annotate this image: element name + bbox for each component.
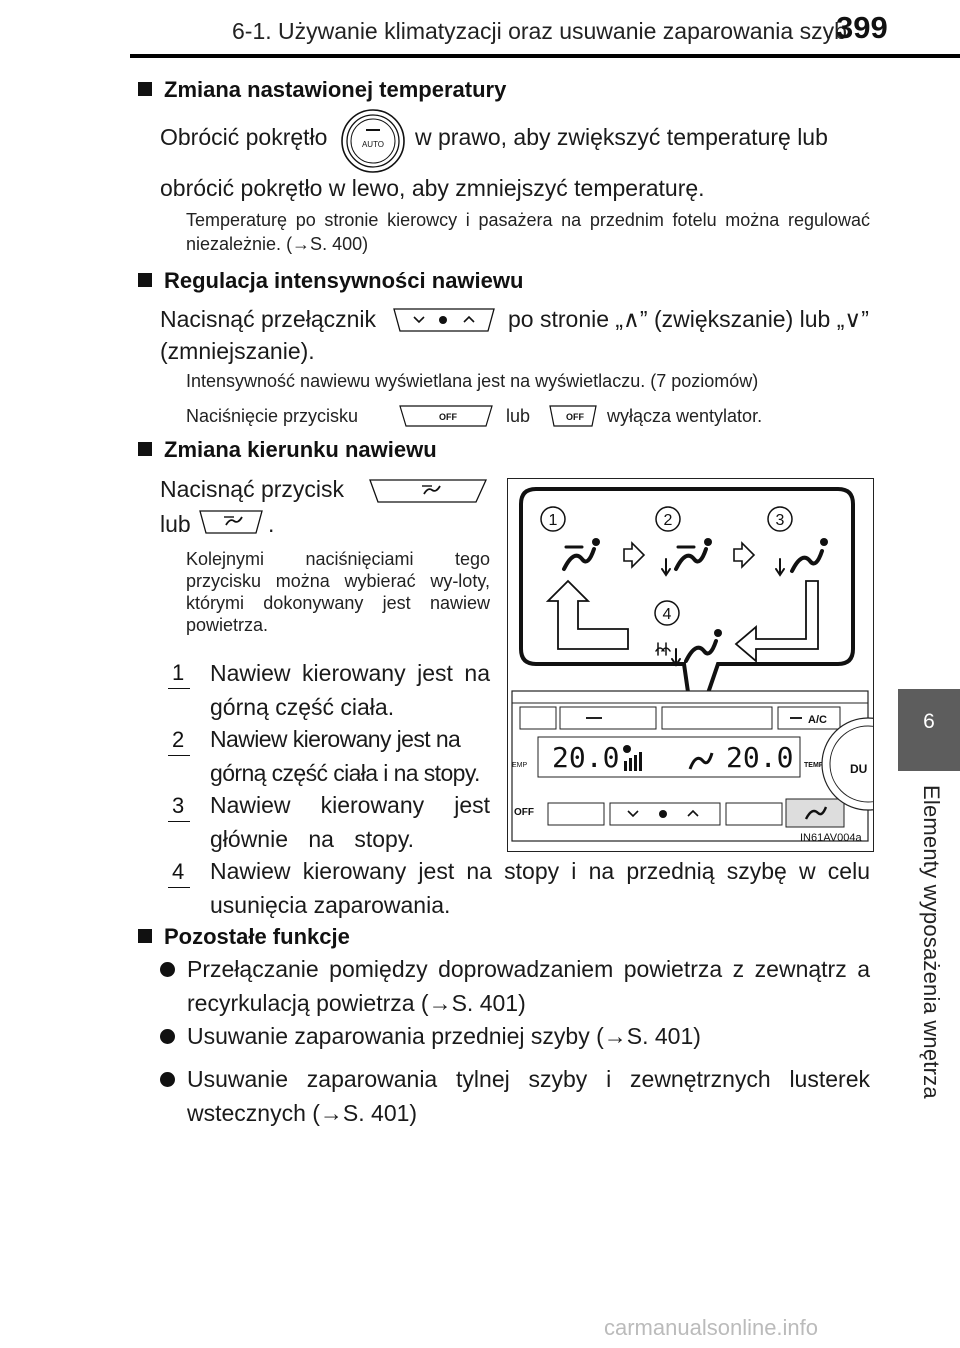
direction-item-4: Nawiew kierowany jest na stopy i na prze… xyxy=(210,858,870,918)
svg-text:3: 3 xyxy=(776,512,785,529)
arrow-up-icon xyxy=(545,579,629,650)
heading-fan: Regulacja intensywności nawiewu xyxy=(138,268,523,294)
fan-off-button-icon: OFF xyxy=(398,403,494,429)
circle-number-1: 1 xyxy=(540,506,566,532)
direction-item-1: Nawiew kierowany jest na górną część cia… xyxy=(210,660,490,720)
direction-line2-b: . xyxy=(268,511,275,537)
heading-temperature-text: Zmiana nastawionej temperatury xyxy=(164,77,507,102)
heading-temperature: Zmiana nastawionej temperatury xyxy=(138,77,506,103)
fan-note2-c: wyłącza wentylator. xyxy=(607,406,763,426)
airflow-mode-button-small-icon xyxy=(198,507,264,537)
fan-off-label: OFF xyxy=(439,412,457,422)
header-rule xyxy=(130,54,960,58)
direction-note: Kolejnymi naciśnięciami tego przycisku m… xyxy=(186,549,490,635)
fan-line1-a: Nacisnąć przełącznik xyxy=(160,306,377,332)
temp-line2: obrócić pokrętło w lewo, aby zmniejszyć … xyxy=(160,175,705,201)
face-vent-icon xyxy=(562,538,600,571)
airflow-mode-button-icon xyxy=(368,476,488,506)
auto-knob-icon: AUTO xyxy=(340,108,406,174)
figure-id: IN61AV004a xyxy=(800,832,862,844)
item-number: 2 xyxy=(172,727,185,752)
bullet-dot-icon xyxy=(160,962,187,984)
temp-line1-b: w prawo, aby zwiększyć temperaturę lub xyxy=(415,124,828,150)
circle-number-4: 4 xyxy=(654,600,680,626)
item-number-underline xyxy=(168,755,190,756)
item-number: 3 xyxy=(172,793,185,818)
fan-line2: (zmniejszanie). xyxy=(160,338,315,364)
heading-fan-text: Regulacja intensywności nawiewu xyxy=(164,268,524,293)
heading-other-text: Pozostałe funkcje xyxy=(164,924,350,949)
page-number: 399 xyxy=(836,10,888,45)
dual-label: DU xyxy=(850,762,867,776)
svg-text:2: 2 xyxy=(664,512,673,529)
direction-line1: Nacisnąć przycisk xyxy=(160,476,345,502)
fan-switch-icon xyxy=(392,306,496,334)
airflow-illustration: 1 2 3 4 xyxy=(511,487,915,844)
temp-label-right: TEMP xyxy=(804,762,824,769)
direction-item-3: Nawiew kierowany jest głównie na stopy. xyxy=(210,792,490,852)
climate-control-panel: A/C 20.0 20.0 EMP TEMP OFF xyxy=(511,690,915,842)
square-bullet-icon xyxy=(138,273,152,287)
fan-note1: Intensywność nawiewu wyświetlana jest na… xyxy=(186,371,759,391)
chapter-title: 6-1. Używanie klimatyzacji oraz usuwanie… xyxy=(232,18,847,44)
arrow-left-icon xyxy=(734,580,819,663)
square-bullet-icon xyxy=(138,82,152,96)
foot-vent-icon xyxy=(775,538,828,577)
temp-note: Temperaturę po stronie kierowcy i pasaże… xyxy=(186,210,870,254)
arrow-right-icon xyxy=(623,541,646,569)
other-bullet-3: Usuwanie zaparowania tylnej szyby i zewn… xyxy=(187,1066,870,1126)
arrow-right-icon xyxy=(733,541,756,569)
heading-direction-text: Zmiana kierunku nawiewu xyxy=(164,437,437,462)
chapter-tab xyxy=(898,689,960,771)
item-number-underline xyxy=(168,821,190,822)
auto-knob-label: AUTO xyxy=(362,140,384,149)
square-bullet-icon xyxy=(138,929,152,943)
direction-line2-a: lub xyxy=(160,511,191,537)
svg-text:4: 4 xyxy=(663,606,672,623)
item-number: 4 xyxy=(172,859,185,884)
chapter-tab-label: Elementy wyposażenia wnętrza xyxy=(910,785,950,1195)
other-bullet-1: Przełączanie pomiędzy doprowadzaniem pow… xyxy=(187,956,870,1016)
airflow-figure: 1 2 3 4 xyxy=(507,478,915,852)
chapter-tab-label-text: Elementy wyposażenia wnętrza xyxy=(919,785,944,1099)
display-left-temp: 20.0 xyxy=(552,741,619,774)
fan-off-button-small-icon: OFF xyxy=(548,403,598,429)
fan-note2-a: Naciśnięcie przycisku xyxy=(186,406,359,426)
display-right-temp: 20.0 xyxy=(726,741,793,774)
direction-item-2: Nawiew kierowany jest na górną część cia… xyxy=(210,726,480,786)
item-number-underline xyxy=(168,688,190,689)
circle-number-2: 2 xyxy=(655,506,681,532)
item-number-underline xyxy=(168,887,190,888)
other-bullet-2: Usuwanie zaparowania przedniej szyby (→S… xyxy=(187,1023,701,1049)
panel-off-label: OFF xyxy=(514,807,534,818)
temp-label-left: EMP xyxy=(512,762,528,769)
item-number: 1 xyxy=(172,660,185,685)
square-bullet-icon xyxy=(138,442,152,456)
svg-text:1: 1 xyxy=(549,512,558,529)
bi-level-vent-icon xyxy=(661,538,712,577)
defrost-foot-vent-icon xyxy=(655,629,722,667)
fan-line1-b: po stronie „∧” (zwiększanie) lub „∨” xyxy=(508,306,869,332)
fan-note2-b: lub xyxy=(506,406,531,426)
chapter-tab-number: 6 xyxy=(923,710,935,733)
watermark: carmanualsonline.info xyxy=(604,1315,819,1340)
circle-number-3: 3 xyxy=(767,506,793,532)
heading-other: Pozostałe funkcje xyxy=(138,924,350,950)
fan-off-small-label: OFF xyxy=(566,412,584,422)
heading-direction: Zmiana kierunku nawiewu xyxy=(138,437,437,463)
bullet-dot-icon xyxy=(160,1029,187,1051)
bullet-dot-icon xyxy=(160,1072,187,1094)
temp-line1-a: Obrócić pokrętło xyxy=(160,124,328,150)
ac-label: A/C xyxy=(808,714,827,726)
